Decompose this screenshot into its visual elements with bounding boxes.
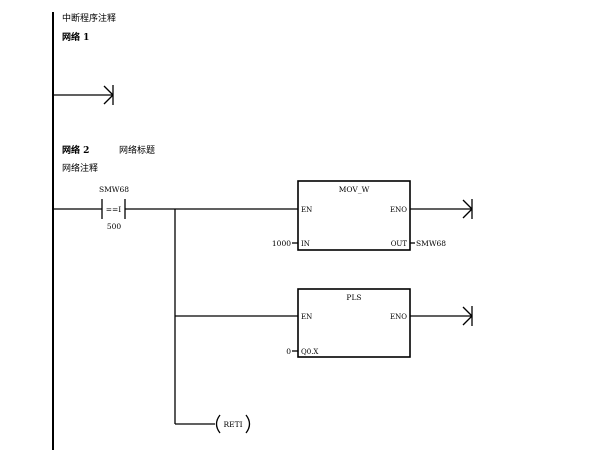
mov-eno-pin: ENO: [390, 206, 407, 214]
compare-contact[interactable]: SMW68 ==I 500: [53, 185, 129, 231]
network-2-wiring: [125, 208, 298, 425]
mov-block-name: MOV_W: [339, 185, 370, 194]
pls-q-pin: Q0.X: [301, 348, 318, 356]
network-2-comment: 网络注释: [62, 162, 98, 174]
pls-eno-pin: ENO: [390, 313, 407, 321]
contact-operator: ==I: [106, 205, 122, 214]
coil-label: RETI: [223, 420, 242, 429]
network-1-label: 网络 1: [62, 31, 89, 43]
mov-out-value: SMW68: [416, 239, 446, 248]
network-2-title: 网络标题: [119, 144, 155, 156]
network-1-rung: [53, 85, 114, 105]
mov-in-pin: IN: [301, 240, 310, 248]
program-comment: 中断程序注释: [62, 12, 116, 24]
pls-q-value: 0: [286, 347, 291, 356]
mov-eno-output: [410, 199, 473, 219]
contact-compare-value: 500: [107, 222, 122, 231]
network-2-label: 网络 2: [62, 144, 89, 156]
pls-block[interactable]: PLS EN ENO Q0.X: [297, 288, 411, 358]
reti-coil[interactable]: RETI: [215, 414, 251, 434]
mov-en-pin: EN: [301, 206, 312, 214]
mov-w-block[interactable]: MOV_W EN ENO IN OUT: [297, 180, 411, 251]
mov-out-pin: OUT: [391, 240, 408, 248]
pls-block-name: PLS: [346, 293, 361, 302]
contact-operand: SMW68: [99, 185, 129, 194]
pls-eno-output: [410, 306, 473, 326]
pls-en-pin: EN: [301, 313, 312, 321]
mov-in-value: 1000: [272, 239, 291, 248]
